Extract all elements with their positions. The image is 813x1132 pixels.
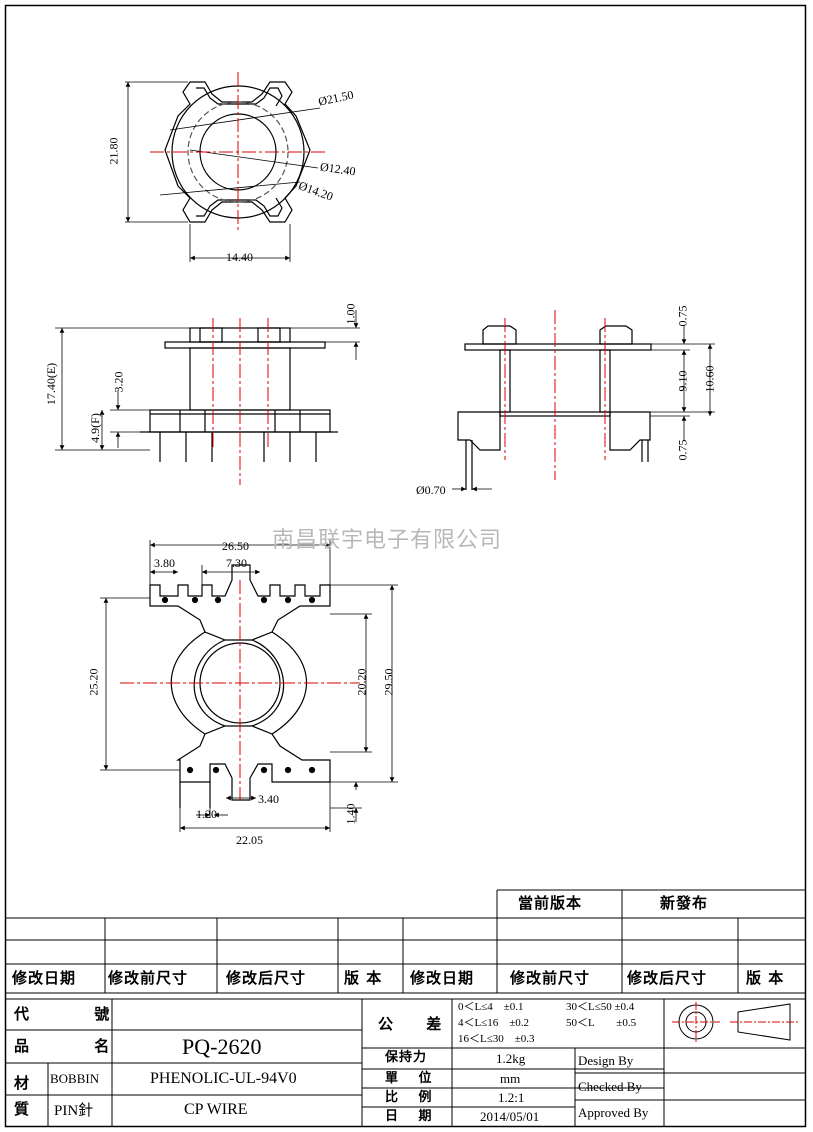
dim-pin-diameter: Ø0.70 xyxy=(416,483,446,497)
dim-side-height: 10.60 xyxy=(702,365,717,393)
dim-bottom-flange: 0.75 xyxy=(675,439,690,461)
side-view-centerlines xyxy=(504,310,606,480)
rev-col-4: 版 本 xyxy=(344,969,383,987)
tolerance-label: 公 差 xyxy=(378,1015,456,1033)
current-version-label: 當前版本 xyxy=(518,894,583,912)
unit-label: 單 位 xyxy=(385,1071,440,1086)
material-label: 材 質 xyxy=(14,1074,30,1118)
rev-col-5: 修改日期 xyxy=(410,969,475,987)
dim-base-height: 4.9(F) xyxy=(87,413,102,443)
dim-overall-width: 26.50 xyxy=(222,539,249,553)
tolerance-3: 4＜L≤16 ±0.2 xyxy=(458,1017,530,1029)
top-view-dims xyxy=(125,81,291,262)
tolerance-2: 30＜L≤50 ±0.4 xyxy=(566,1001,635,1013)
date-value: 2014/05/01 xyxy=(480,1109,540,1124)
dim-inner-height: 20.20 xyxy=(354,668,369,696)
retention-value: 1.2kg xyxy=(496,1051,526,1066)
unit-value: mm xyxy=(500,1071,521,1086)
bobbin-label: BOBBIN xyxy=(50,1071,100,1086)
retention-label: 保持力 xyxy=(385,1050,428,1065)
rev-col-6: 修改前尺寸 xyxy=(510,969,591,987)
dim-height-outer: 25.20 xyxy=(86,668,101,696)
top-view-centerlines xyxy=(150,72,325,232)
bottom-view-centerlines xyxy=(120,580,360,800)
front-view xyxy=(140,327,338,462)
scale-value: 1.2:1 xyxy=(498,1090,525,1105)
dim-bottom-offset: 1.40 xyxy=(343,803,358,825)
page-border xyxy=(4,4,807,1128)
title-block-grid xyxy=(6,889,805,1126)
dim-pin-spacing: 7.30 xyxy=(226,556,247,570)
dim-flange-height: 3.20 xyxy=(111,371,126,393)
dim-overall-height: 29.50 xyxy=(381,668,396,696)
pin-material: CP WIRE xyxy=(184,1101,248,1118)
dim-pin-gap: 3.40 xyxy=(258,792,279,806)
checked-by-label: Checked By xyxy=(578,1079,642,1094)
dim-winding: 9.10 xyxy=(675,370,690,392)
scale-label: 比 例 xyxy=(385,1090,440,1105)
side-view-dims xyxy=(452,325,715,492)
bottom-view-dims xyxy=(100,540,398,832)
rev-col-7: 修改后尺寸 xyxy=(627,969,708,987)
pin-label: PIN針 xyxy=(54,1103,94,1119)
approved-by-label: Approved By xyxy=(578,1105,649,1120)
design-by-label: Design By xyxy=(578,1053,634,1068)
dim-height: 21.80 xyxy=(106,137,121,165)
rev-col-8: 版 本 xyxy=(746,969,785,987)
dim-pin-width: 1.20 xyxy=(196,807,217,821)
tolerance-4: 50＜L ±0.5 xyxy=(566,1017,637,1029)
rev-col-3: 修改后尺寸 xyxy=(226,969,307,987)
company-watermark: 南昌联宇电子有限公司 xyxy=(272,528,503,553)
dim-pin-offset: 3.80 xyxy=(154,556,175,570)
tolerance-5: 16＜L≤30 ±0.3 xyxy=(458,1033,535,1045)
product-name: PQ-2620 xyxy=(182,1034,262,1059)
rev-col-2: 修改前尺寸 xyxy=(108,969,189,987)
dim-total-height: 17.40(E) xyxy=(44,362,59,406)
dim-top-flange: 0.75 xyxy=(675,305,690,327)
new-release-label: 新發布 xyxy=(660,894,709,912)
name-label: 品 名 xyxy=(14,1037,140,1055)
bobbin-material: PHENOLIC-UL-94V0 xyxy=(150,1070,297,1087)
dim-flange-top: 1.00 xyxy=(343,303,358,325)
dim-base-width: 22.05 xyxy=(236,833,263,847)
code-label: 代 號 xyxy=(14,1005,140,1023)
front-view-centerlines xyxy=(212,318,269,485)
front-view-dims xyxy=(55,310,360,451)
rev-col-1: 修改日期 xyxy=(12,969,77,987)
date-label: 日 期 xyxy=(385,1109,440,1124)
dim-width: 14.40 xyxy=(226,250,253,264)
tolerance-1: 0＜L≤4 ±0.1 xyxy=(458,1001,524,1013)
